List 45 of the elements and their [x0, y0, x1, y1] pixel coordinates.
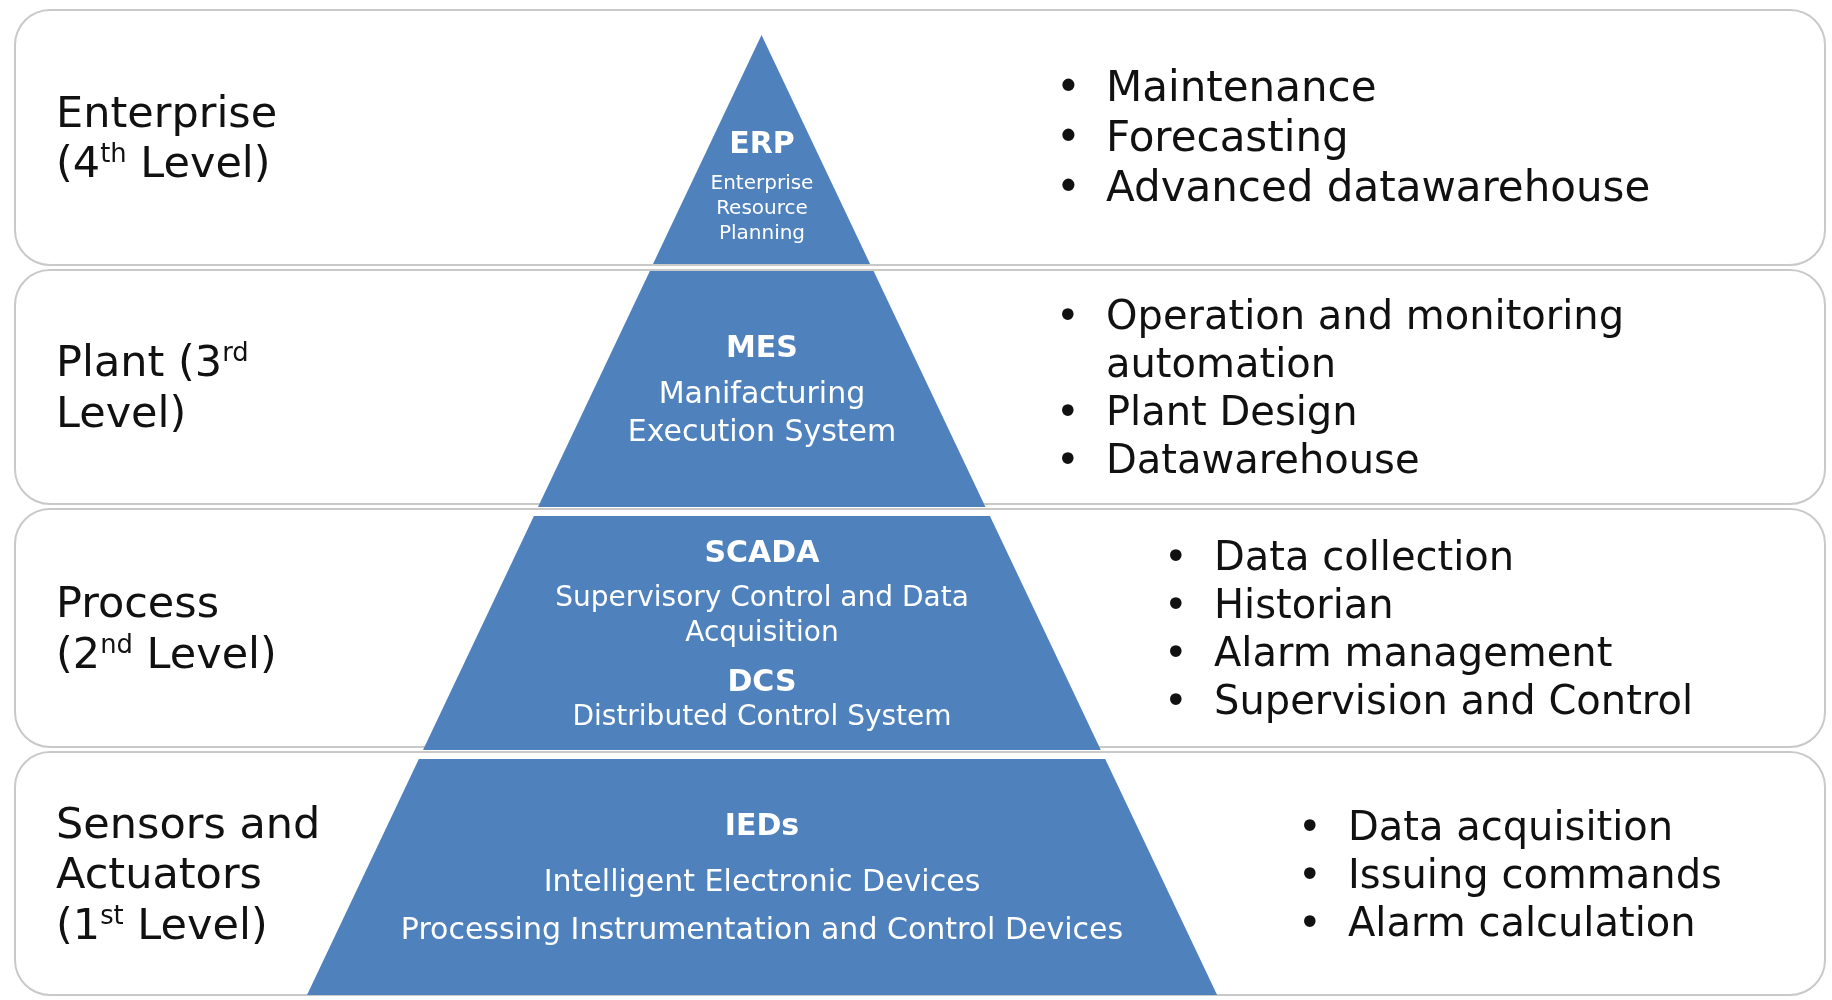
bullet-mark: •	[1297, 849, 1323, 898]
bullet-mark: •	[1055, 435, 1081, 483]
level-band	[14, 508, 1826, 748]
acronym-label: IEDs	[724, 807, 800, 842]
bullet-item: Operation and monitoring automation	[1106, 291, 1626, 387]
description-text: Supervisory Control and Data Acquisition	[554, 578, 970, 649]
bullet-item: Maintenance	[1106, 61, 1377, 113]
bullet-mark: •	[1163, 676, 1189, 724]
level-label: Enterprise (4$^{th}$ Level)	[56, 86, 279, 189]
bullet-item: Plant Design	[1106, 387, 1358, 435]
bullet-item: Data acquisition	[1348, 801, 1674, 850]
bullet-item: Alarm management	[1214, 628, 1613, 676]
bullet-mark: •	[1055, 61, 1082, 113]
acronym-label: ERP	[729, 125, 795, 160]
level-label: Process (2$^{nd}$ Level)	[56, 577, 278, 679]
description-text: Enterprise Resource Planning	[709, 170, 815, 245]
bullet-item: Forecasting	[1106, 112, 1349, 163]
level-label: Plant (3$^{rd}$ Level)	[56, 336, 250, 438]
bullet-mark: •	[1297, 897, 1323, 946]
bullet-item: Data collection	[1214, 532, 1515, 580]
bullet-item: Issuing commands	[1348, 849, 1722, 898]
bullet-mark: •	[1055, 387, 1081, 435]
bullet-mark: •	[1055, 162, 1082, 214]
bullet-mark: •	[1163, 628, 1189, 676]
acronym-label: SCADA	[704, 533, 820, 569]
bullet-item: Historian	[1214, 580, 1394, 628]
level-band	[14, 269, 1826, 505]
level-band	[14, 751, 1826, 996]
bullet-item: Alarm calculation	[1348, 897, 1696, 946]
acronym-label: MES	[726, 329, 798, 364]
bullet-mark: •	[1163, 580, 1189, 628]
description-text: Intelligent Electronic Devices	[543, 862, 981, 900]
description-text: Manifacturing Execution System	[626, 374, 898, 449]
bullet-item: Supervision and Control	[1214, 676, 1694, 724]
description-text: Processing Instrumentation and Control Devices	[400, 909, 1124, 947]
bullet-mark: •	[1163, 532, 1189, 580]
level-band	[14, 9, 1826, 266]
bullet-mark: •	[1297, 801, 1323, 850]
bullet-mark: •	[1055, 112, 1082, 163]
description-text: Distributed Control System	[572, 697, 952, 733]
acronym-label: DCS	[727, 662, 797, 698]
bullet-item: Advanced datawarehouse	[1106, 162, 1651, 214]
bullet-mark: •	[1055, 291, 1081, 339]
level-label: Sensors and Actuators (1$^{st}$ Level)	[56, 797, 322, 950]
bullet-item: Datawarehouse	[1106, 435, 1420, 483]
